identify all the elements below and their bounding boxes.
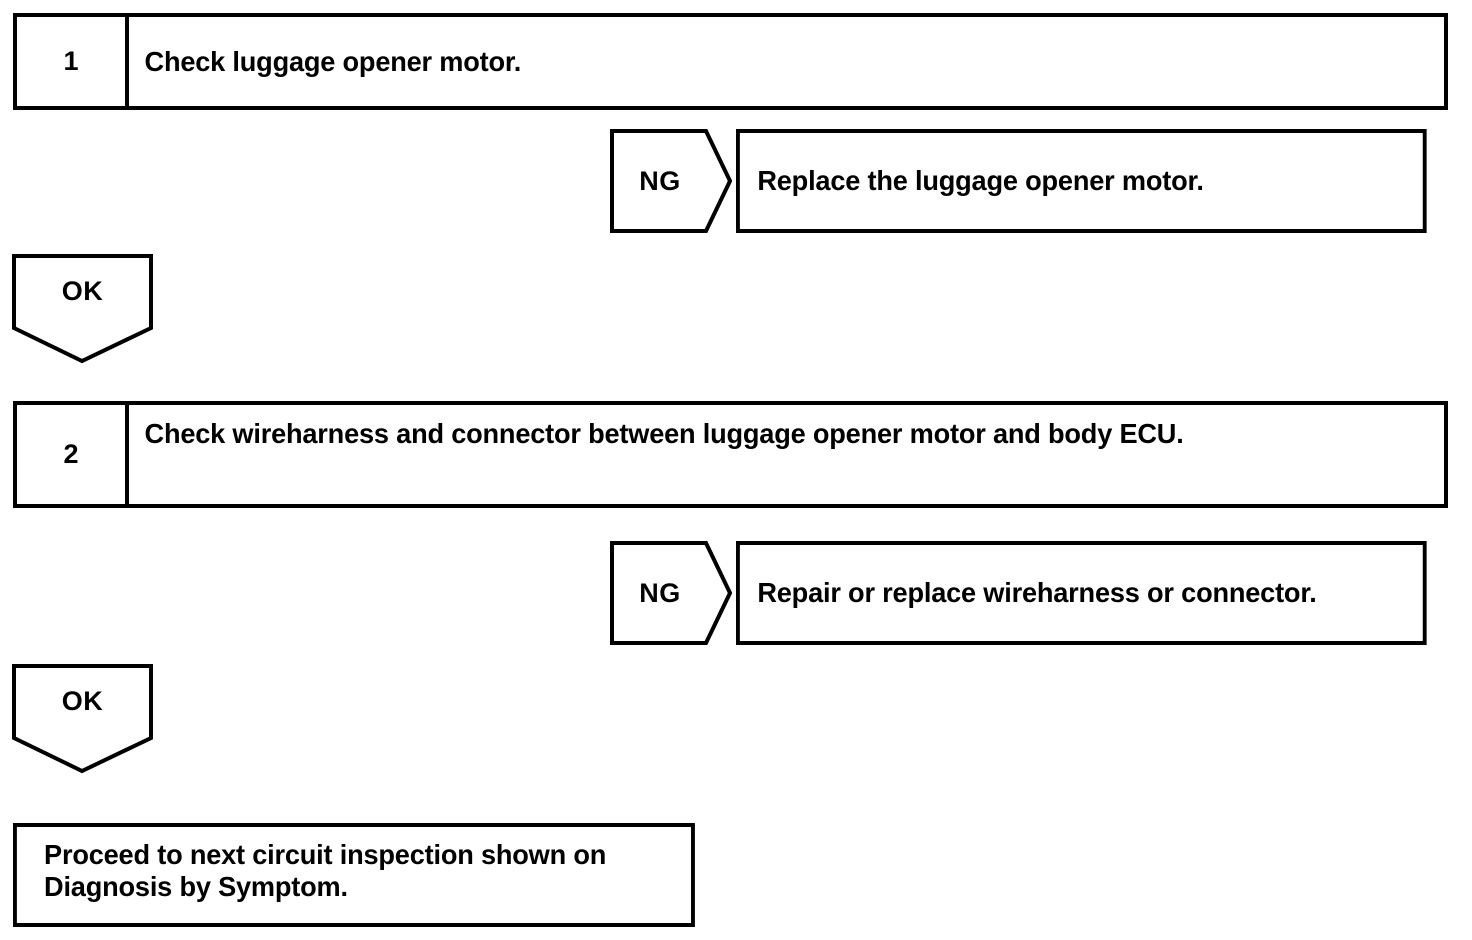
ng-branch-1: NG Replace the luggage opener motor. <box>610 129 1448 233</box>
ng-pentagon-icon <box>610 129 732 233</box>
step-box-2: 2 Check wireharness and connector betwee… <box>13 401 1448 508</box>
ng-branch-2: NG Repair or replace wireharness or conn… <box>610 541 1448 645</box>
ok-pentagon-icon <box>12 254 153 364</box>
step-box-1: 1 Check luggage opener motor. <box>13 13 1448 110</box>
step-text-1: Check luggage opener motor. <box>144 45 522 77</box>
step-number-1: 1 <box>17 17 129 106</box>
ng-result-box-1: Replace the luggage opener motor. <box>736 129 1427 233</box>
ok-label-2: OK <box>61 685 104 716</box>
ok-tag-1: OK <box>12 254 153 364</box>
ng-tag-1: NG <box>610 129 732 233</box>
ng-pentagon-icon <box>610 541 732 645</box>
step-number-2: 2 <box>17 405 129 504</box>
ng-label-2: NG <box>639 577 681 608</box>
ng-label-1: NG <box>639 165 681 196</box>
ok-label-1: OK <box>61 275 104 306</box>
ng-tag-2: NG <box>610 541 732 645</box>
ok-pentagon-icon <box>12 664 153 774</box>
ok-tag-2: OK <box>12 664 153 774</box>
end-box: Proceed to next circuit inspection shown… <box>13 823 695 927</box>
step-text-2: Check wireharness and connector between … <box>144 418 1184 449</box>
ng-result-box-2: Repair or replace wireharness or connect… <box>736 541 1427 645</box>
